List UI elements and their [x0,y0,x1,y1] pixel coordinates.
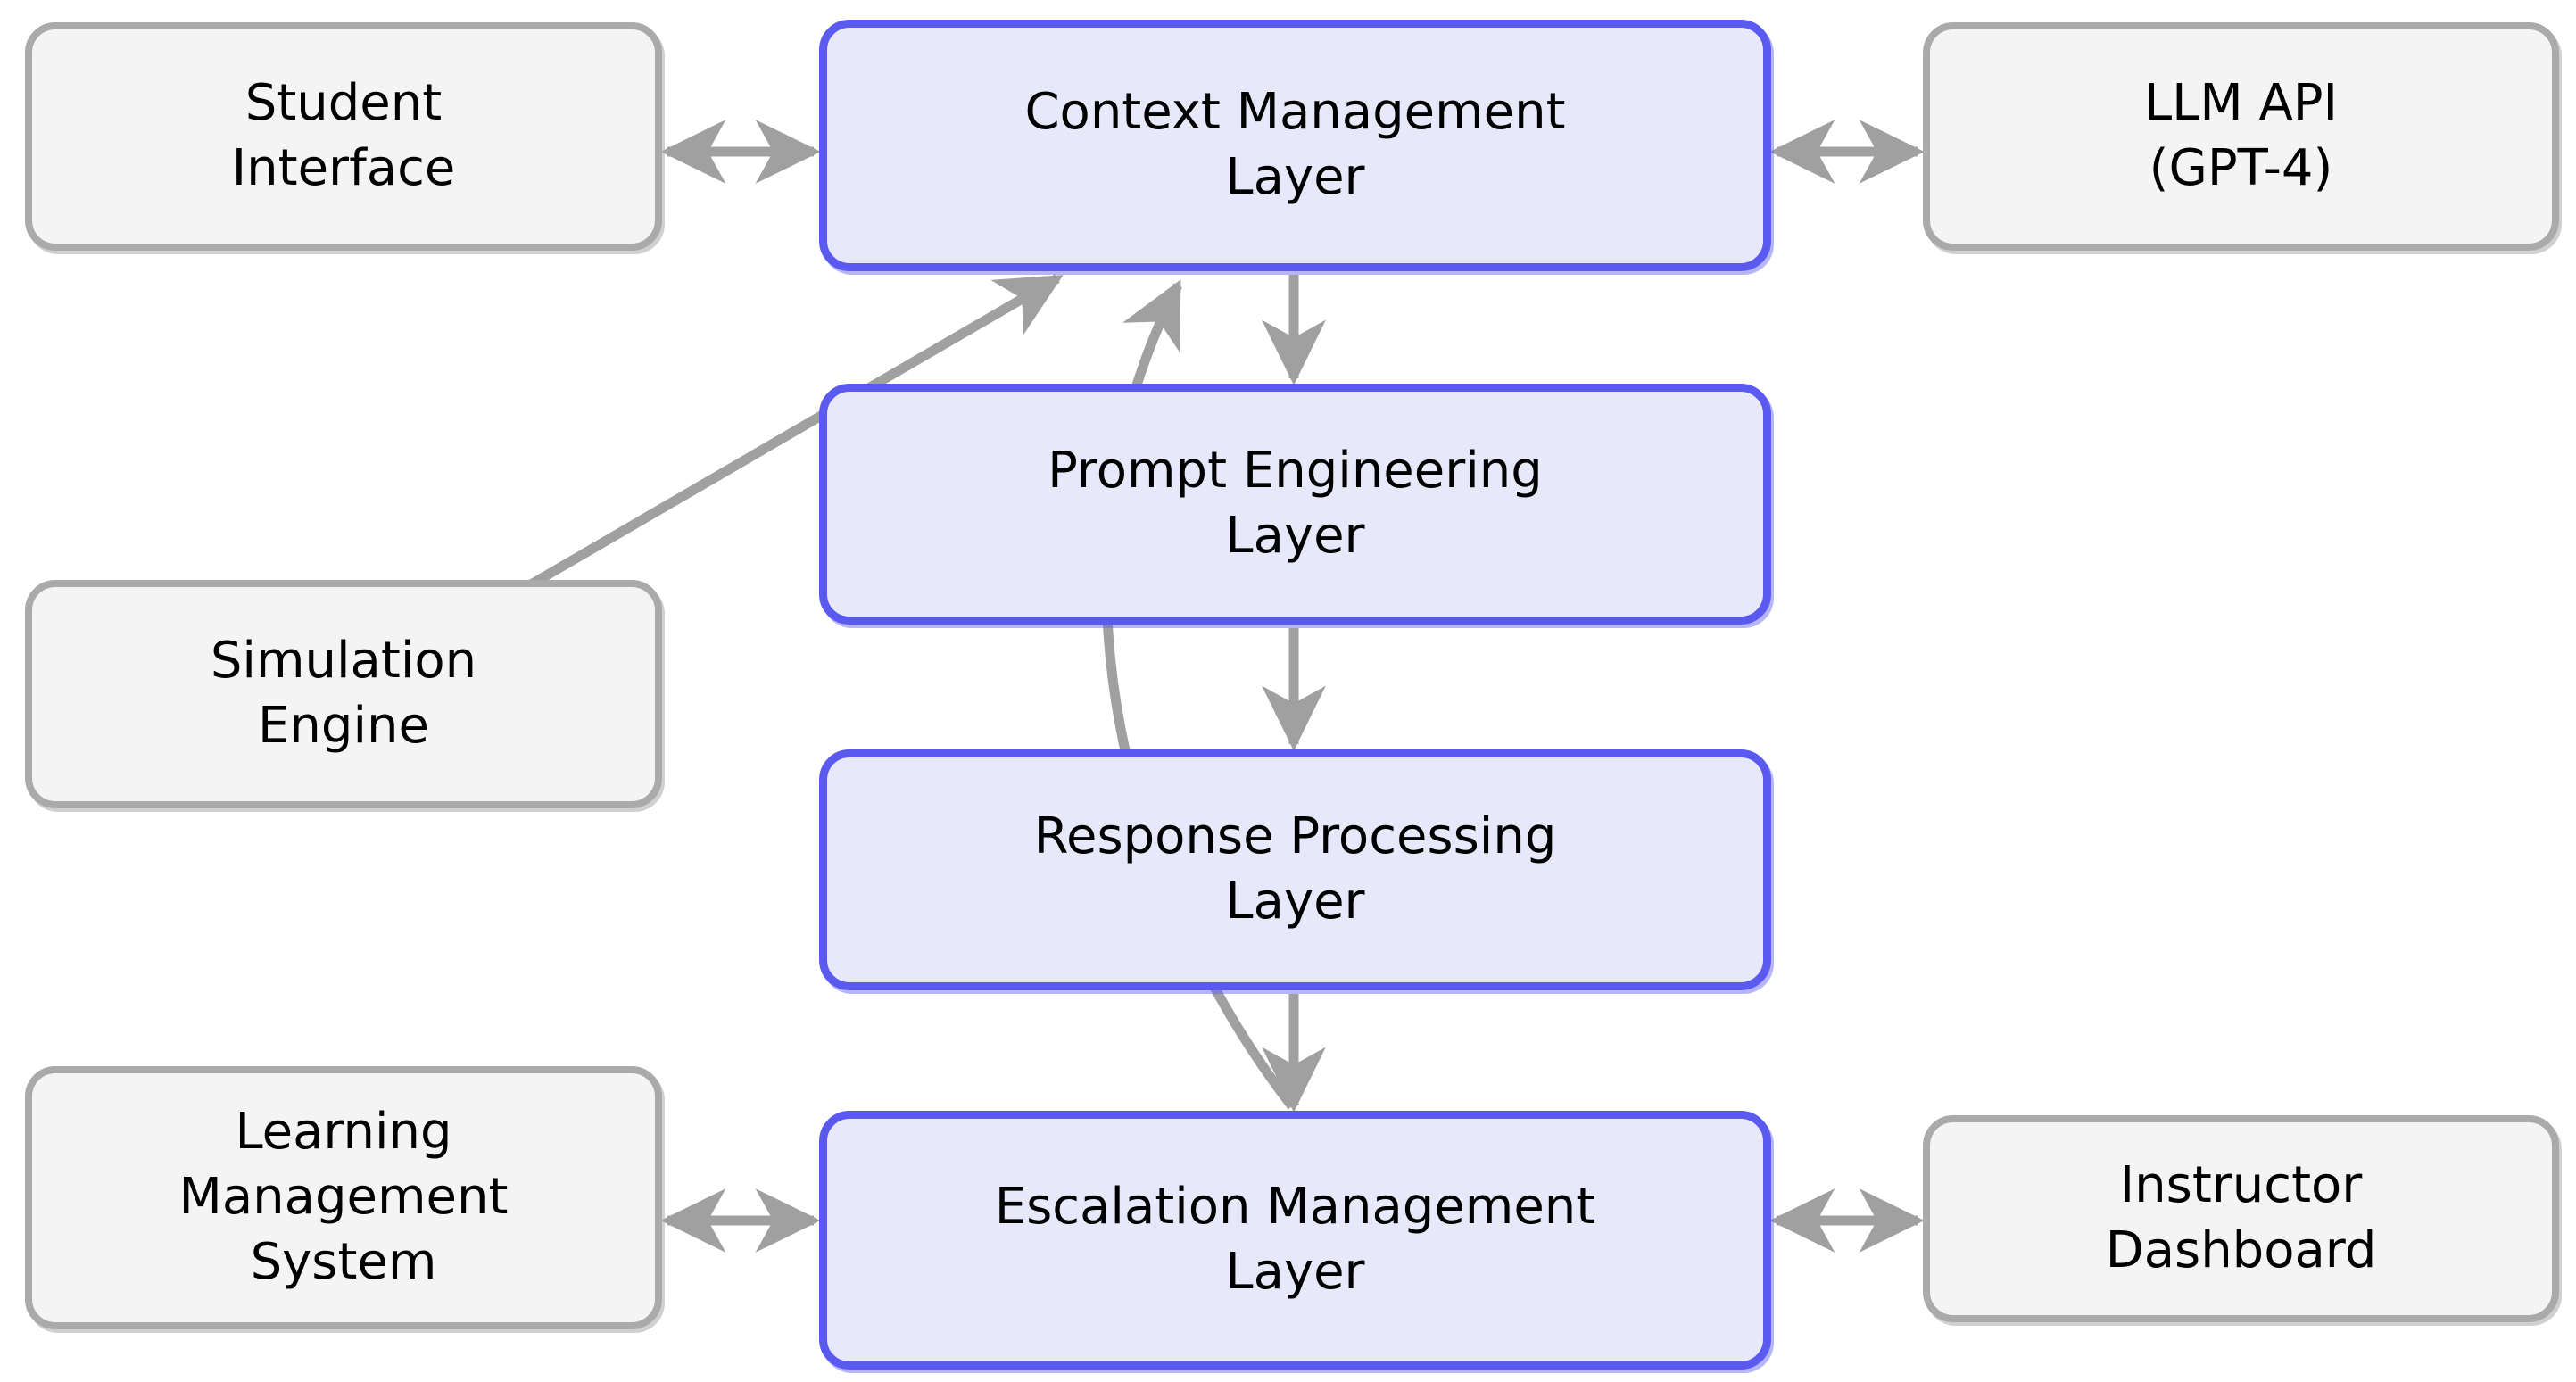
node-label-learning-management-system: Learning Management System [178,1103,509,1291]
node-learning-management-system[interactable]: Learning Management System [25,1066,662,1329]
node-llm-api[interactable]: LLM API (GPT-4) [1923,22,2559,251]
node-context-management-layer[interactable]: Context Management Layer [819,20,1771,271]
node-label-llm-api: LLM API (GPT-4) [2143,74,2339,197]
node-label-context-management-layer: Context Management Layer [1024,83,1566,206]
node-instructor-dashboard[interactable]: Instructor Dashboard [1923,1115,2559,1322]
node-label-prompt-engineering-layer: Prompt Engineering Layer [1048,442,1543,565]
node-simulation-engine[interactable]: Simulation Engine [25,580,662,808]
node-label-escalation-management-layer: Escalation Management Layer [994,1178,1596,1301]
node-response-processing-layer[interactable]: Response Processing Layer [819,749,1771,990]
node-label-simulation-engine: Simulation Engine [210,632,477,755]
node-student-interface[interactable]: Student Interface [25,22,662,251]
node-prompt-engineering-layer[interactable]: Prompt Engineering Layer [819,384,1771,625]
node-label-response-processing-layer: Response Processing Layer [1033,807,1557,931]
node-escalation-management-layer[interactable]: Escalation Management Layer [819,1111,1771,1370]
node-label-student-interface: Student Interface [231,74,456,197]
node-label-instructor-dashboard: Instructor Dashboard [2105,1156,2377,1279]
